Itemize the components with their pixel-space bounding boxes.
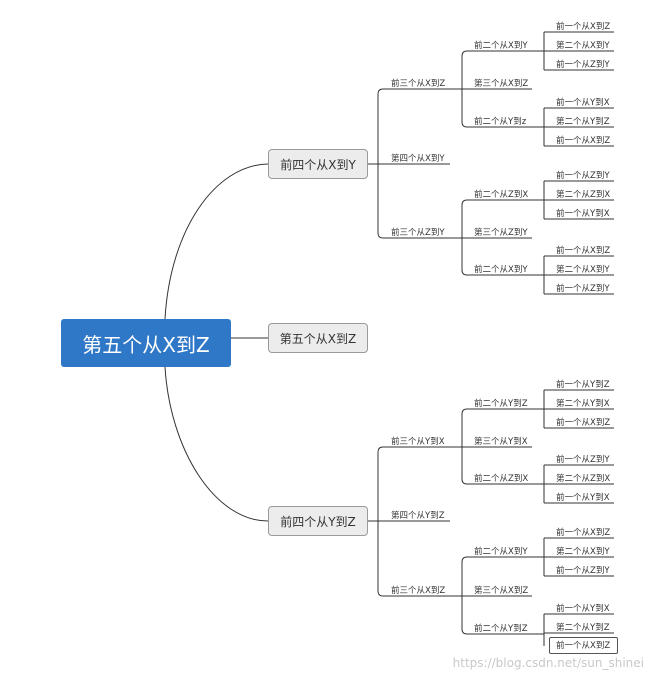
bottom-g1-node[interactable]: 前三个从Y到X (391, 437, 445, 447)
leaf-node[interactable]: 前一个从Y到X (556, 98, 610, 108)
leaf-node[interactable]: 第二个从Y到X (556, 399, 610, 409)
leaf-node[interactable]: 第二个从X到Y (556, 265, 610, 275)
leaf-node[interactable]: 第二个从Y到Z (556, 623, 610, 633)
leaf-node[interactable]: 前一个从X到Z (556, 246, 611, 256)
root-node[interactable]: 第五个从X到Z (61, 319, 231, 367)
leaf-node[interactable]: 前一个从Y到X (556, 209, 610, 219)
top-g3-b-node[interactable]: 第三个从Z到Y (474, 228, 528, 238)
leaf-node[interactable]: 前一个从Z到Y (556, 171, 610, 181)
leaf-node[interactable]: 前一个从Z到Y (556, 60, 610, 70)
top-g1-a-node[interactable]: 前二个从X到Y (474, 41, 528, 51)
leaf-node[interactable]: 前一个从Y到X (556, 604, 610, 614)
bottom-g2-node[interactable]: 第四个从Y到Z (391, 511, 445, 521)
leaf-node[interactable]: 前一个从X到Z (556, 22, 611, 32)
branch-middle-node[interactable]: 第五个从X到Z (268, 323, 368, 353)
bottom-g3-node[interactable]: 前三个从X到Z (391, 586, 446, 596)
top-g3-a-node[interactable]: 前二个从Z到X (474, 190, 529, 200)
leaf-node[interactable]: 前一个从X到Z (556, 418, 611, 428)
leaf-node[interactable]: 第二个从Y到Z (556, 117, 610, 127)
bottom-g1-b-node[interactable]: 第三个从Y到X (474, 437, 528, 447)
branch-top-node[interactable]: 前四个从X到Y (268, 149, 368, 179)
top-g1-b-node[interactable]: 第三个从X到Z (474, 79, 529, 89)
top-g2-node[interactable]: 第四个从X到Y (391, 154, 445, 164)
top-g1-c-node[interactable]: 前二个从Y到z (474, 117, 527, 127)
bottom-g1-c-node[interactable]: 前二个从Z到X (474, 474, 529, 484)
leaf-node[interactable]: 前一个从X到Z (556, 528, 611, 538)
selected-node-frame[interactable] (549, 637, 618, 654)
top-g3-node[interactable]: 前三个从Z到Y (391, 228, 445, 238)
bottom-g3-a-node[interactable]: 前二个从X到Y (474, 547, 528, 557)
leaf-node-selected[interactable]: 前一个从X到Z (556, 641, 611, 651)
bottom-g3-c-node[interactable]: 前二个从Y到Z (474, 624, 528, 634)
watermark: https://blog.csdn.net/sun_shinei (452, 656, 644, 670)
leaf-node[interactable]: 前一个从Z到Y (556, 284, 610, 294)
leaf-node[interactable]: 前一个从Y到X (556, 493, 610, 503)
branch-bottom-node[interactable]: 前四个从Y到Z (268, 506, 368, 536)
leaf-node[interactable]: 前一个从Z到Y (556, 566, 610, 576)
leaf-node[interactable]: 第二个从Z到X (556, 190, 611, 200)
bottom-g3-b-node[interactable]: 第三个从X到Z (474, 586, 529, 596)
leaf-node[interactable]: 第二个从X到Y (556, 41, 610, 51)
leaf-node[interactable]: 第二个从X到Y (556, 547, 610, 557)
top-g3-c-node[interactable]: 前二个从X到Y (474, 265, 528, 275)
leaf-node[interactable]: 前一个从X到Z (556, 136, 611, 146)
leaf-node[interactable]: 第二个从Z到X (556, 474, 611, 484)
bottom-g1-a-node[interactable]: 前二个从Y到Z (474, 399, 528, 409)
top-g1-node[interactable]: 前三个从X到Z (391, 79, 446, 89)
leaf-node[interactable]: 前一个从Z到Y (556, 455, 610, 465)
leaf-node[interactable]: 前一个从Y到Z (556, 380, 610, 390)
